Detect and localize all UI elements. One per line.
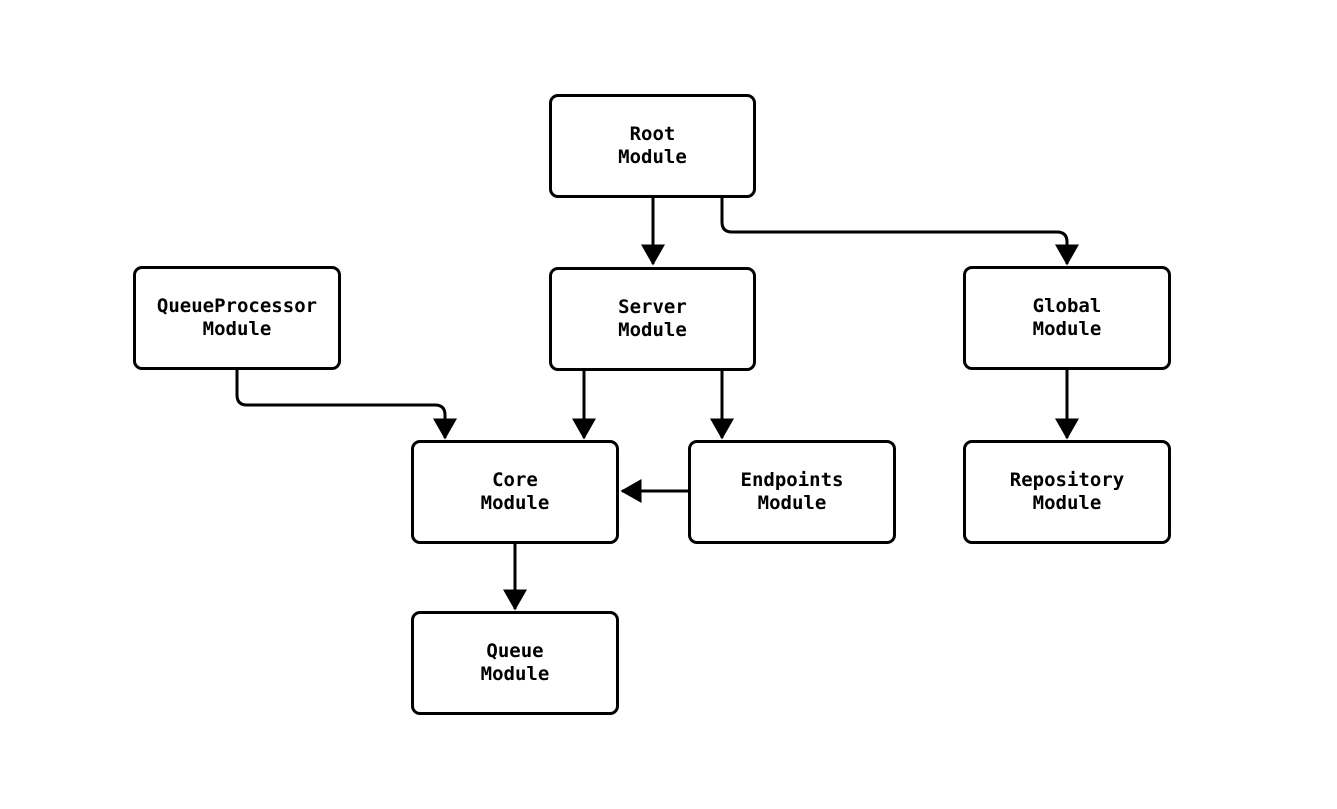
node-queue-module: Queue Module [411, 611, 619, 715]
node-server-module: Server Module [549, 267, 756, 371]
edge-root-to-global [720, 198, 1079, 266]
node-repository-module: Repository Module [963, 440, 1171, 544]
node-label: Module [202, 318, 272, 340]
node-label: Core [492, 469, 538, 491]
node-label: Module [480, 663, 550, 685]
node-label: Global [1032, 295, 1102, 317]
node-queueprocessor-module: QueueProcessor Module [133, 266, 341, 370]
edge-queueprocessor-to-core [235, 370, 457, 440]
node-global-module: Global Module [963, 266, 1171, 370]
node-label: Module [757, 492, 827, 514]
node-endpoints-module: Endpoints Module [688, 440, 896, 544]
node-core-module: Core Module [411, 440, 619, 544]
node-root-module: Root Module [549, 94, 756, 198]
node-label: Server [618, 296, 687, 318]
node-label: Module [480, 492, 550, 514]
node-label: Queue [486, 640, 544, 662]
node-label: Module [1032, 318, 1102, 340]
node-label: Endpoints [740, 469, 844, 491]
node-label: Module [618, 146, 687, 168]
node-label: Module [1032, 492, 1102, 514]
node-label: Repository [1009, 469, 1125, 491]
node-label: Root [629, 123, 676, 145]
node-label: QueueProcessor [156, 295, 318, 317]
node-label: Module [618, 319, 687, 341]
